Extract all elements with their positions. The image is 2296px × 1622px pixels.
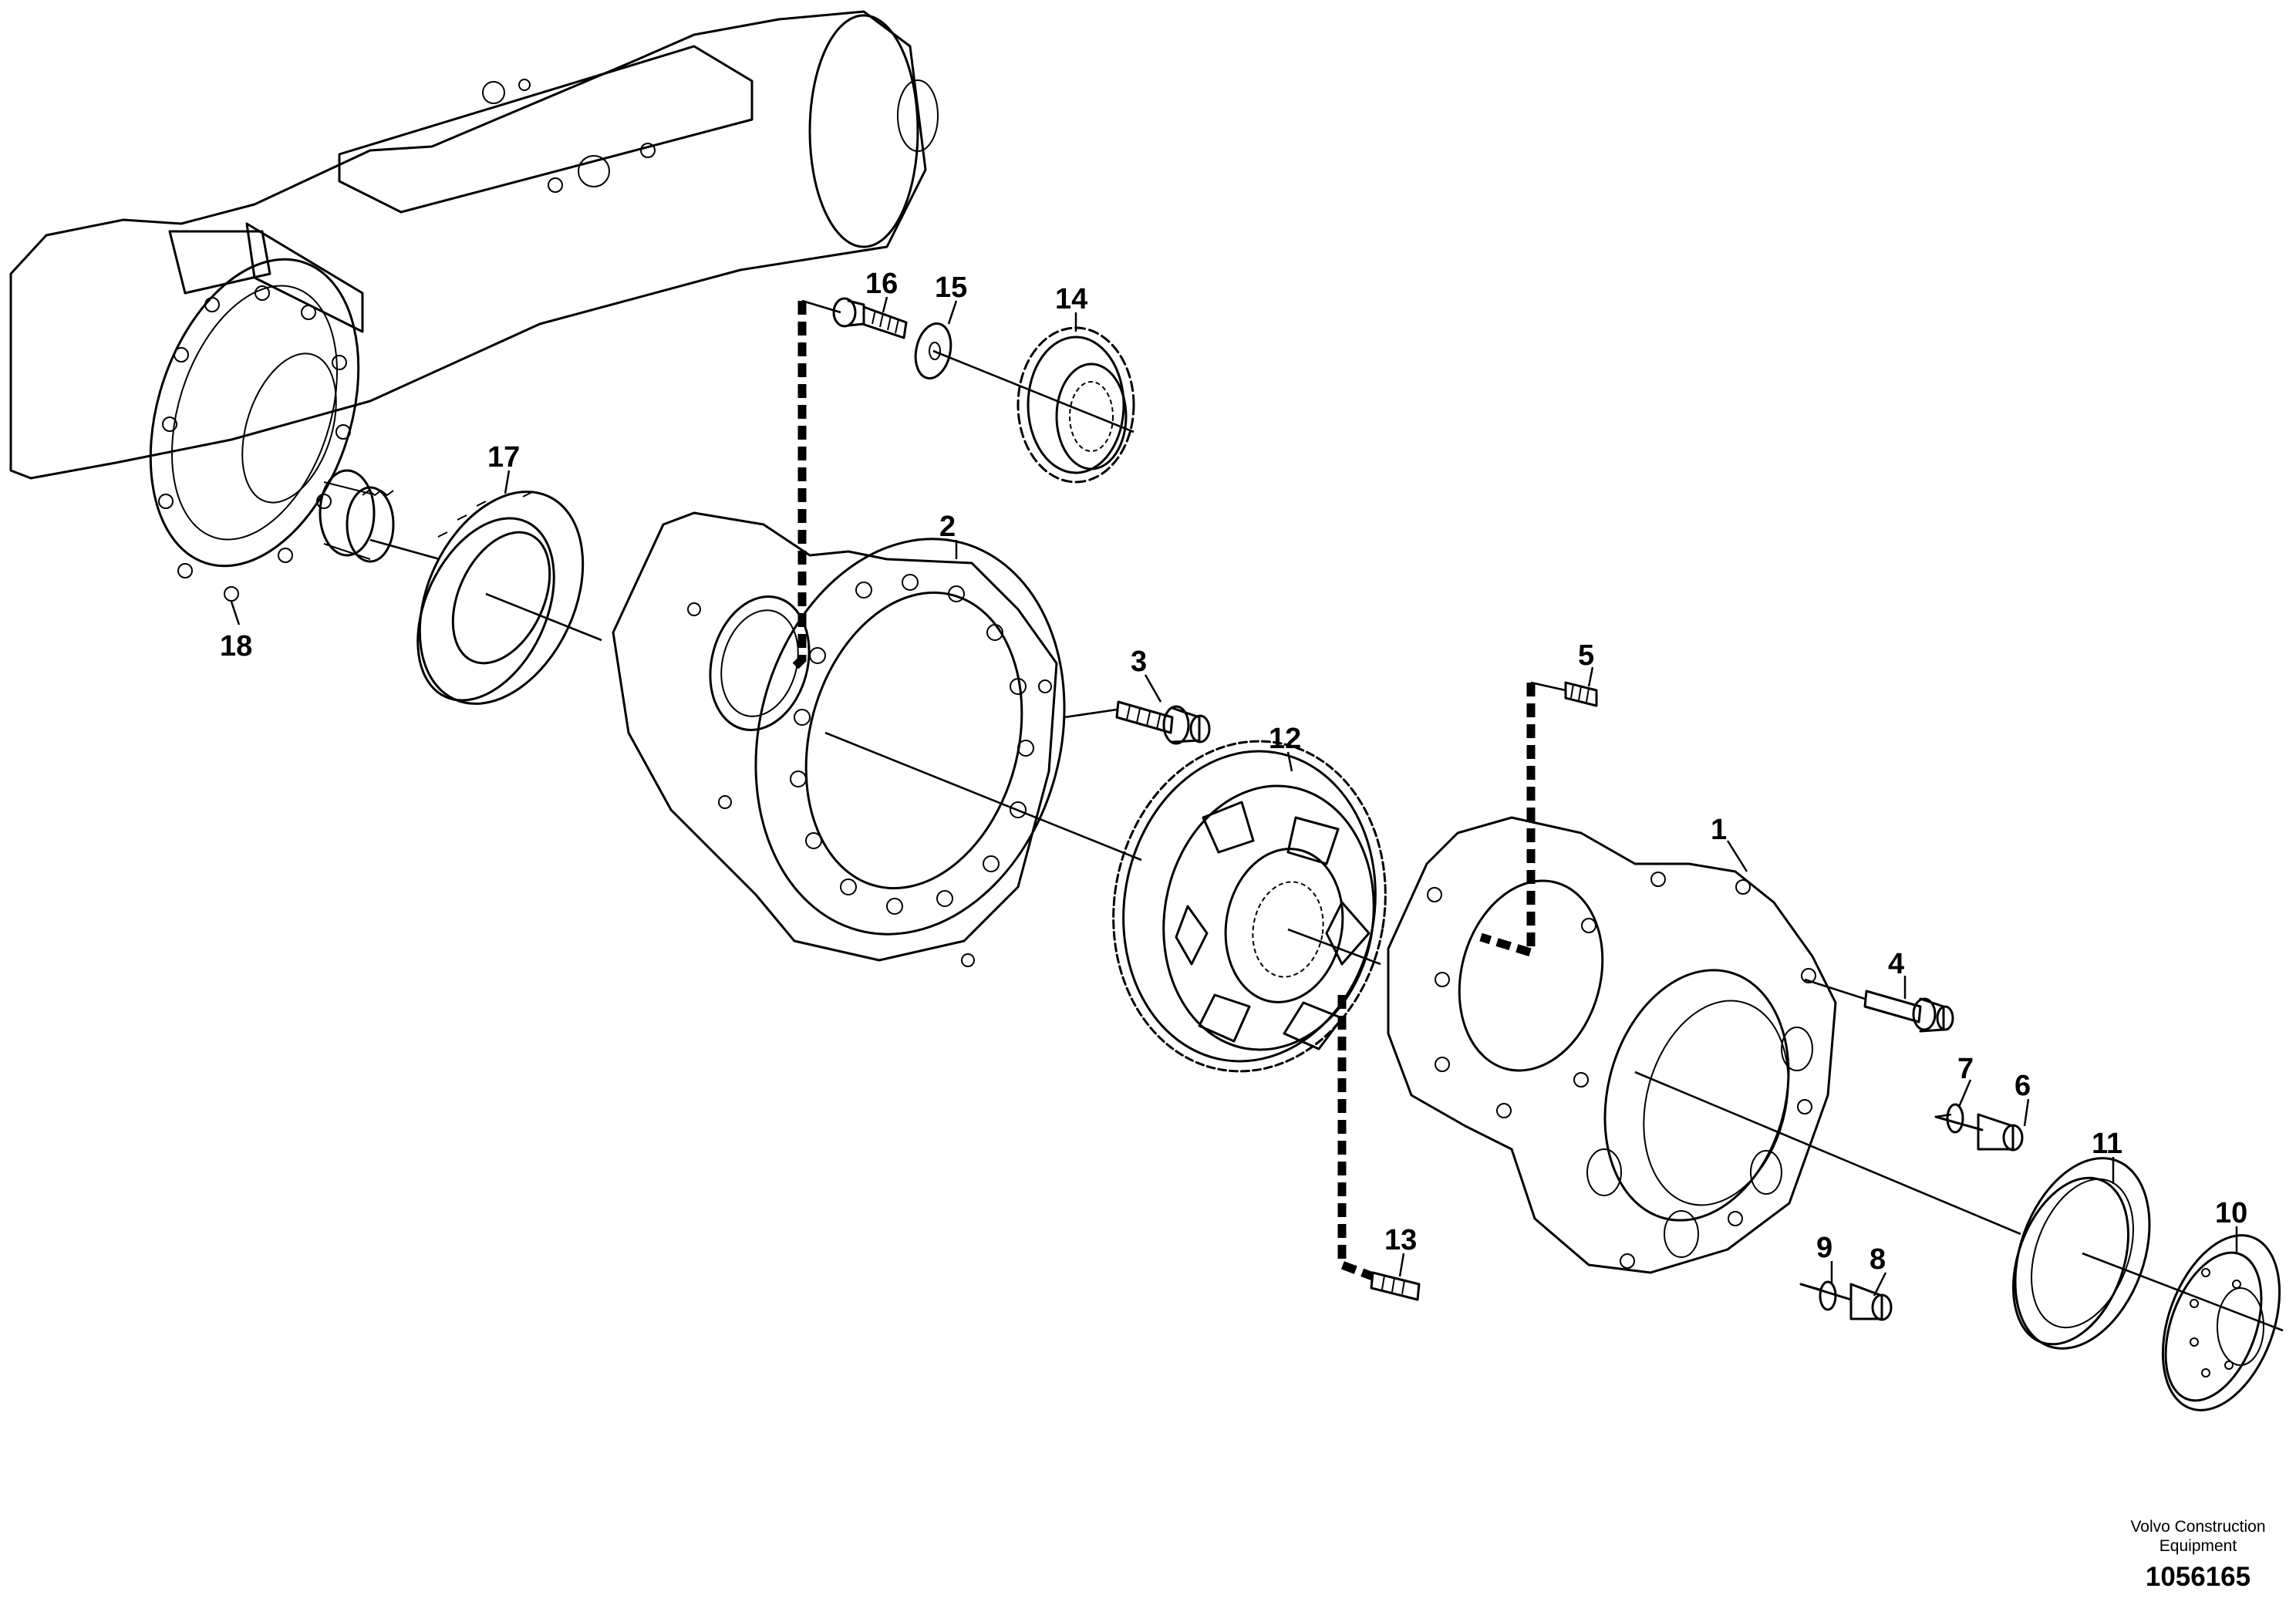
callout-8: 8	[1870, 1243, 1886, 1276]
callout-12: 12	[1269, 723, 1301, 755]
o-ring-7	[1946, 1103, 1964, 1134]
callout-2: 2	[939, 511, 956, 543]
screw-4	[1863, 990, 1954, 1033]
callout-14: 14	[1055, 283, 1087, 315]
callout-1: 1	[1711, 814, 1727, 846]
gear-housing-2	[612, 511, 1066, 967]
callout-18: 18	[220, 630, 252, 663]
housing-2-bolt-holes	[687, 574, 1052, 967]
manufacturer-line-1: Volvo Construction	[2130, 1518, 2266, 1536]
bolt-16	[832, 297, 908, 339]
axle-housing	[9, 10, 939, 480]
part-callouts: 1 2 3 4 5 6 7 8 9 10 11 12 13 14 15 16 1…	[220, 268, 2247, 1297]
plug-6	[1934, 1113, 2024, 1152]
flange-10	[2161, 1234, 2281, 1411]
callout-6: 6	[2014, 1070, 2031, 1102]
seal-ring	[416, 491, 585, 705]
callout-16: 16	[865, 268, 898, 300]
stud-13	[1370, 1271, 1421, 1301]
callout-7: 7	[1957, 1053, 1974, 1085]
screw-3	[1115, 700, 1211, 745]
manufacturer-line-2: Equipment	[2159, 1537, 2237, 1555]
drawing-number: 1056165	[2145, 1562, 2251, 1592]
callout-13: 13	[1384, 1224, 1417, 1256]
callout-11: 11	[2092, 1128, 2122, 1160]
callout-4: 4	[1888, 948, 1904, 980]
stud-5	[1564, 681, 1598, 707]
o-ring-9	[1819, 1280, 1837, 1311]
spur-gear-large	[1112, 740, 1387, 1073]
cover-housing-1	[1387, 816, 1837, 1274]
assembly-axis-lines	[369, 349, 2284, 1332]
spur-gear-small	[1017, 326, 1135, 484]
callout-9: 9	[1816, 1232, 1832, 1264]
callout-15: 15	[935, 271, 967, 304]
callout-10: 10	[2215, 1197, 2247, 1229]
axle-hub-flange	[149, 258, 395, 602]
manufacturer-caption: Volvo Construction Equipment	[2082, 1517, 2296, 1556]
callout-17: 17	[487, 441, 520, 474]
callout-3: 3	[1131, 646, 1147, 678]
washer	[914, 322, 952, 380]
callout-5: 5	[1578, 639, 1594, 672]
dashed-assembly-paths	[791, 299, 1566, 1281]
